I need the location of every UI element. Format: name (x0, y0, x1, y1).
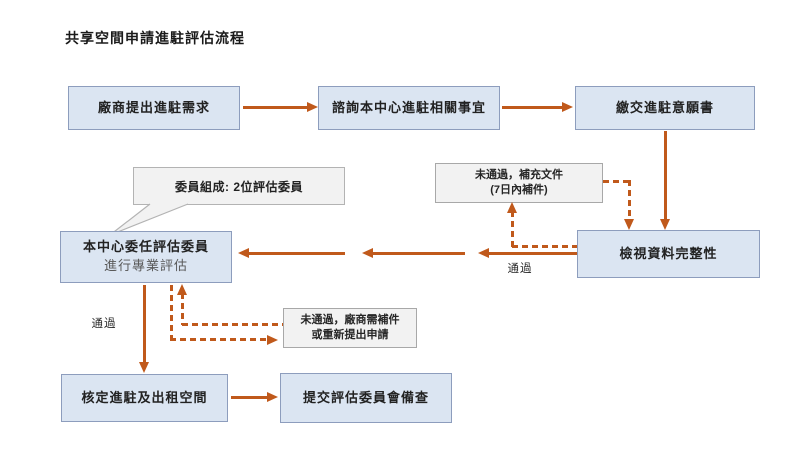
node-review-completeness: 檢視資料完整性 (577, 230, 760, 278)
dashed-supplement-to-review (603, 180, 630, 183)
node-consult-center-label: 諮詢本中心進駐相關事宜 (331, 99, 486, 115)
arrowhead-right-icon (267, 335, 278, 345)
dashed-review-to-supplement (511, 211, 514, 248)
arrow-review-to-eval-segment (372, 252, 465, 255)
page-title: 共享空間申請進駐評估流程 (65, 30, 245, 46)
arrow-approve-to-record (231, 396, 268, 399)
arrowhead-down-icon (660, 219, 670, 230)
arrowhead-left-icon (362, 248, 373, 258)
callout-committee-composition-label: 委員組成: 2位評估委員 (174, 179, 303, 194)
node-review-completeness-label: 檢視資料完整性 (619, 245, 718, 261)
node-consult-center: 諮詢本中心進駐相關事宜 (318, 86, 500, 130)
node-approve-space-label: 核定進駐及出租空間 (81, 389, 208, 405)
arrowhead-left-icon (238, 248, 249, 258)
note-resubmit-line1: 未通過，廠商需補件 (300, 314, 400, 327)
arrow-review-to-eval-segment (248, 252, 345, 255)
note-supplement-line2: (7日內補件) (490, 184, 548, 196)
arrow-eval-to-approve (143, 285, 146, 363)
arrowhead-up-icon (507, 202, 517, 213)
arrowhead-down-icon (139, 362, 149, 373)
node-submit-intent: 繳交進駐意願書 (575, 86, 755, 130)
arrowhead-up-icon (177, 284, 187, 295)
dashed-eval-to-resubmit (170, 285, 173, 339)
arrowhead-right-icon (307, 102, 318, 112)
node-professional-evaluation-line1: 本中心委任評估委員 (82, 239, 209, 255)
node-file-record: 提交評估委員會備查 (280, 373, 452, 423)
dashed-review-to-supplement (512, 245, 577, 248)
dashed-supplement-to-review (628, 180, 631, 220)
callout-committee-composition: 委員組成: 2位評估委員 (133, 167, 345, 205)
arrowhead-right-icon (562, 102, 573, 112)
label-pass-eval: 通過 (91, 318, 117, 330)
node-vendor-proposes-label: 廠商提出進駐需求 (97, 99, 210, 115)
arrowhead-right-icon (267, 392, 278, 402)
node-file-record-label: 提交評估委員會備查 (302, 389, 429, 405)
arrow-intent-to-review (664, 131, 667, 220)
dashed-resubmit-to-eval (181, 293, 184, 325)
node-professional-evaluation-line2: 進行專業評估 (103, 258, 188, 273)
dashed-resubmit-to-eval (182, 323, 283, 326)
note-supplement-documents: 未通過，補充文件 (7日內補件) (435, 163, 603, 203)
note-resubmit-line2: 或重新提出申請 (311, 329, 389, 341)
arrow-propose-to-consult (243, 106, 309, 109)
node-submit-intent-label: 繳交進駐意願書 (615, 99, 714, 115)
note-supplement-line1: 未通過，補充文件 (475, 169, 563, 182)
arrowhead-left-icon (478, 248, 489, 258)
arrow-consult-to-intent (502, 106, 564, 109)
node-vendor-proposes: 廠商提出進駐需求 (68, 86, 240, 130)
node-professional-evaluation: 本中心委任評估委員 進行專業評估 (60, 231, 232, 283)
label-pass-review: 通過 (507, 263, 533, 275)
note-resubmit: 未通過，廠商需補件 或重新提出申請 (283, 308, 417, 348)
arrow-review-to-eval-segment (488, 252, 577, 255)
node-approve-space: 核定進駐及出租空間 (61, 374, 228, 422)
arrowhead-down-icon (624, 219, 634, 230)
dashed-eval-to-resubmit (170, 338, 268, 341)
